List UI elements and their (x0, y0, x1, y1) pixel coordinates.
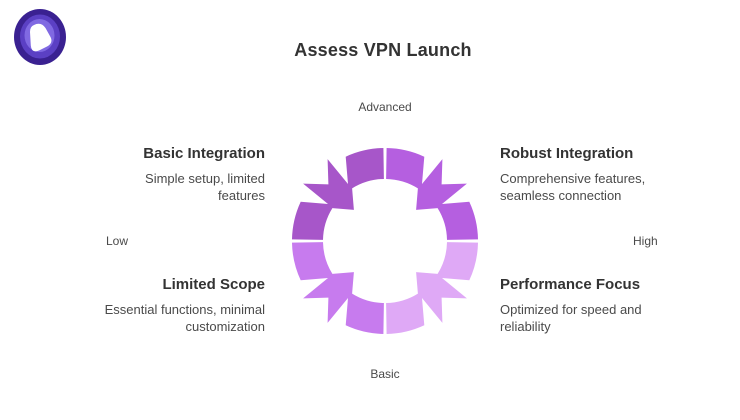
quadrant-description: Comprehensive features, seamless connect… (500, 170, 695, 204)
quadrant-description: Optimized for speed and reliability (500, 301, 695, 335)
axis-label-top: Advanced (358, 100, 412, 114)
quadrant-cycle-ring (292, 148, 478, 334)
description-line: Simple setup, limited (145, 171, 265, 186)
description-line: customization (185, 319, 265, 334)
axis-label-right: High (633, 234, 658, 248)
vpn-logo (14, 9, 66, 65)
quadrant-bottom-right: Performance Focus Optimized for speed an… (500, 275, 695, 335)
ring-segment-bottom-right (386, 242, 478, 334)
quadrant-description: Essential functions, minimal customizati… (70, 301, 265, 335)
quadrant-description: Simple setup, limited features (70, 170, 265, 204)
quadrant-title: Performance Focus (500, 276, 641, 293)
page-title: Assess VPN Launch (294, 40, 472, 60)
quadrant-top-right: Robust Integration Comprehensive feature… (500, 144, 695, 204)
quadrant-title: Robust Integration (500, 145, 634, 162)
axis-label-bottom: Basic (370, 367, 400, 381)
description-line: Comprehensive features, (500, 171, 646, 186)
description-line: seamless connection (500, 188, 622, 203)
quadrant-bottom-left: Limited Scope Essential functions, minim… (70, 275, 265, 335)
ring-segment-bottom-left (292, 242, 384, 334)
description-line: Optimized for speed and (500, 302, 642, 317)
axis-label-left: Low (106, 234, 129, 248)
quadrant-top-left: Basic Integration Simple setup, limited … (70, 144, 265, 204)
description-line: reliability (500, 319, 551, 334)
ring-segment-top-right (386, 148, 478, 240)
ring-segment-top-left (292, 148, 384, 240)
quadrant-title: Basic Integration (143, 145, 265, 162)
description-line: features (218, 188, 265, 203)
logo-pick-icon (30, 23, 52, 52)
quadrant-title: Limited Scope (162, 276, 265, 293)
description-line: Essential functions, minimal (104, 302, 265, 317)
